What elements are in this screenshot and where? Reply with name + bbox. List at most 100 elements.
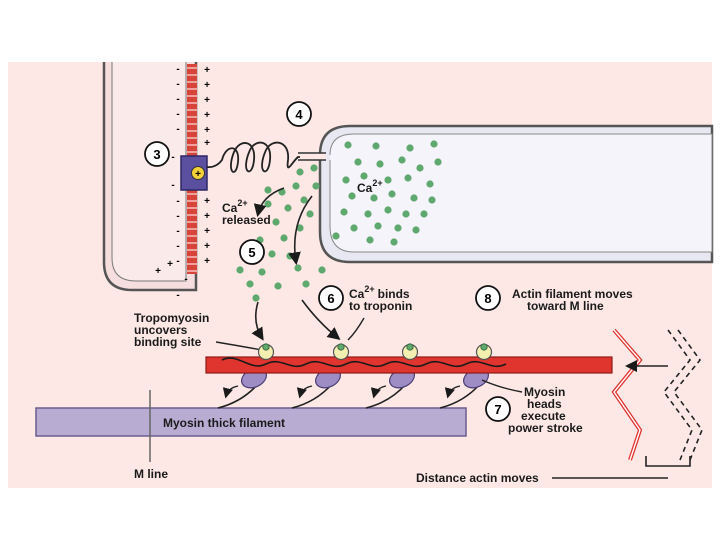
- calcium-ion: [342, 176, 350, 184]
- calcium-ion: [246, 280, 254, 288]
- calcium-ion: [364, 210, 372, 218]
- myosin-line3: execute: [521, 409, 566, 423]
- calcium-ion: [416, 164, 424, 172]
- release-arrows: [215, 187, 365, 351]
- ca-binds-label: Ca2+binds: [349, 284, 410, 301]
- plus-sign: +: [155, 266, 161, 277]
- myosin-line1: Myosin: [524, 385, 565, 399]
- bound-calcium-ion: [406, 343, 414, 351]
- calcium-ion: [402, 210, 410, 218]
- bound-calcium-ion: [337, 343, 345, 351]
- calcium-ion: [394, 224, 402, 232]
- step-6-label: 6: [327, 291, 334, 306]
- minus-sign: -: [176, 94, 179, 105]
- plus-sign: +: [204, 138, 210, 149]
- myosin-line4: power stroke: [508, 421, 583, 435]
- troponin-complexes: [257, 343, 493, 361]
- t-tubule-inner: [111, 62, 187, 282]
- voltage-sensor: +: [180, 155, 208, 191]
- step-7: 7: [485, 396, 511, 422]
- calcium-ion: [312, 182, 320, 190]
- step-5: 5: [239, 239, 265, 265]
- myosin-filament-label: Myosin thick filament: [163, 416, 285, 430]
- plus-sign: +: [204, 196, 210, 207]
- minus-sign: -: [176, 256, 179, 267]
- plus-sign: +: [204, 226, 210, 237]
- plus-sign: +: [167, 259, 173, 270]
- bound-calcium-ion: [480, 343, 488, 351]
- minus-sign: -: [176, 64, 179, 75]
- myosin-line2: heads: [527, 397, 562, 411]
- m-line-label: M line: [134, 467, 168, 481]
- calcium-ion: [280, 234, 288, 242]
- calcium-ion: [332, 232, 340, 240]
- plus-sign: +: [204, 80, 210, 91]
- calcium-ion: [388, 190, 396, 198]
- minus-sign: -: [176, 196, 179, 207]
- plus-sign: +: [204, 211, 210, 222]
- calcium-ion: [252, 294, 260, 302]
- calcium-ion: [420, 210, 428, 218]
- calcium-ion: [384, 206, 392, 214]
- minus-sign: -: [171, 180, 174, 191]
- actin-moves-line1: Actin filament moves: [512, 287, 633, 301]
- voltage-sensor-plus: +: [195, 169, 201, 180]
- step-8-label: 8: [484, 291, 491, 306]
- calcium-ions: [236, 140, 442, 302]
- calcium-ion: [366, 236, 374, 244]
- tropomyosin-strand: [221, 357, 507, 368]
- step-4-label: 4: [295, 107, 303, 122]
- minus-sign: -: [176, 211, 179, 222]
- calcium-ion: [236, 266, 244, 274]
- calcium-ion: [406, 144, 414, 152]
- charge-signs: -------------- +++++++++++++: [155, 64, 210, 301]
- minus-sign: -: [184, 274, 187, 285]
- sr-inner: [329, 133, 713, 253]
- calcium-ion: [296, 168, 304, 176]
- calcium-ion: [344, 141, 352, 149]
- calcium-ion: [272, 218, 280, 226]
- calcium-ion: [372, 142, 380, 150]
- calcium-ion: [264, 186, 272, 194]
- to-troponin-label: to troponin: [349, 299, 412, 313]
- calcium-ion: [428, 196, 436, 204]
- calcium-ion: [340, 208, 348, 216]
- step-4: 4: [286, 101, 312, 127]
- minus-sign: -: [176, 124, 179, 135]
- bound-calcium-ion: [262, 343, 270, 351]
- tropomyosin-line2: uncovers: [134, 323, 188, 337]
- calcium-ion: [296, 224, 304, 232]
- connecting-coil: [206, 141, 322, 173]
- power-stroke-arrow: [444, 385, 461, 399]
- plus-sign: +: [204, 110, 210, 121]
- calcium-ion: [412, 226, 420, 234]
- calcium-ion: [268, 250, 276, 258]
- minus-sign: -: [176, 290, 179, 301]
- ca-released-label: Ca2+: [222, 198, 248, 215]
- ca-released-text: released: [222, 213, 271, 227]
- calcium-ion: [306, 210, 314, 218]
- calcium-ion: [410, 194, 418, 202]
- step-3-label: 3: [153, 147, 160, 162]
- calcium-ion: [430, 140, 438, 148]
- minus-sign: -: [176, 241, 179, 252]
- step-5-label: 5: [248, 245, 255, 260]
- calcium-ion: [350, 224, 358, 232]
- plus-sign: +: [204, 241, 210, 252]
- calcium-ion: [294, 264, 302, 272]
- calcium-ion: [318, 266, 326, 274]
- calcium-ion: [384, 176, 392, 184]
- step-6: 6: [318, 285, 344, 311]
- plus-sign: +: [204, 95, 210, 106]
- step-3: 3: [144, 141, 170, 167]
- calcium-ion: [398, 156, 406, 164]
- minus-sign: -: [176, 109, 179, 120]
- step-7-label: 7: [494, 402, 501, 417]
- calcium-ion: [274, 282, 282, 290]
- calcium-ion: [354, 158, 362, 166]
- calcium-ion: [434, 158, 442, 166]
- sr-ca-label: Ca2+: [357, 178, 383, 195]
- calcium-ion: [374, 222, 382, 230]
- minus-sign: -: [176, 79, 179, 90]
